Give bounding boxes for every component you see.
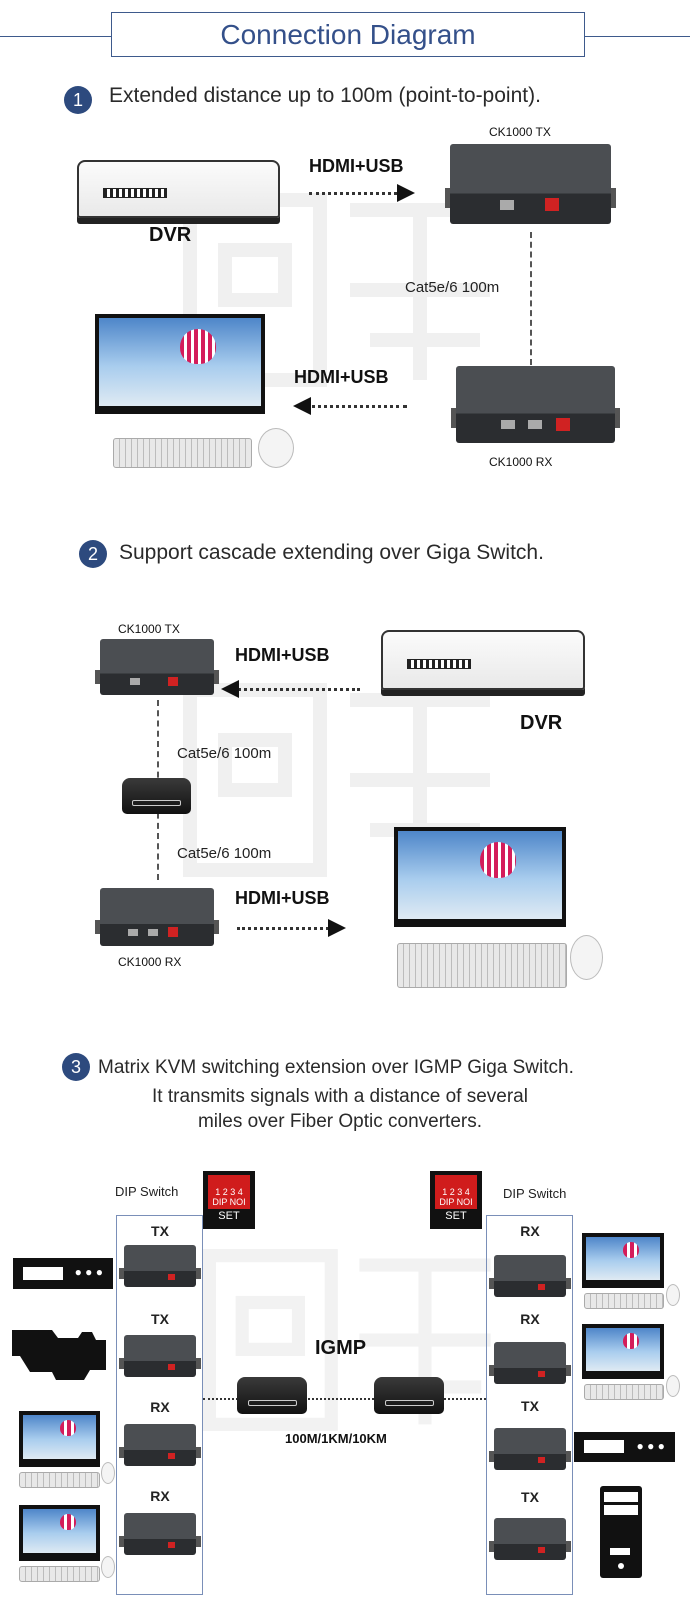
dip-numbers: 1 2 3 4 [442,1187,470,1197]
page-title: Connection Diagram [111,12,585,57]
monitor [19,1411,100,1467]
arrow-right [237,919,346,937]
link-label: HDMI+USB [235,645,330,665]
mouse [570,935,603,980]
keyboard [19,1472,100,1488]
extender-unit [119,1424,201,1466]
extender-unit [489,1518,571,1560]
dip-set-label: SET [445,1210,467,1222]
monitor [394,827,566,927]
step-badge-2: 2 [79,540,107,568]
unit-label: TX [521,1398,539,1414]
video-camera-icon [12,1330,106,1380]
rx-label: CK1000 RX [118,955,182,969]
extender-unit [119,1245,201,1287]
extender-unit [489,1255,571,1297]
dip-switch-label: DIP Switch [115,1184,179,1199]
tx-label: CK1000 TX [489,125,551,139]
dip-text: DIP NOI [439,1197,473,1207]
link-label: HDMI+USB [294,367,389,387]
title-rule-right [585,36,690,37]
mouse [666,1284,680,1306]
unit-label: RX [150,1399,170,1415]
step-3-line-3: miles over Fiber Optic converters. [197,1111,483,1132]
arrow-left [293,397,407,415]
dvr-label: DVR [520,712,563,734]
cable-label: Cat5e/6 100m [405,279,500,296]
right-unit-column [486,1215,573,1595]
extender-unit [119,1513,201,1555]
cable-label: Cat5e/6 100m [177,745,272,762]
cable-label: Cat5e/6 100m [177,845,272,862]
link-label: HDMI+USB [309,156,404,176]
giga-switch [237,1377,307,1414]
arrow-left [221,680,360,698]
unit-label: TX [521,1489,539,1505]
mouse [258,428,294,468]
extender-unit [489,1342,571,1384]
dip-numbers: 1 2 3 4 [215,1187,243,1197]
mouse [101,1462,115,1484]
desktop-pc-icon [600,1486,642,1578]
dip-set-label: SET [218,1210,240,1222]
dvr-source-icon [13,1258,113,1289]
keyboard [584,1293,664,1309]
step-2-heading: Support cascade extending over Giga Swit… [119,541,544,564]
extender-unit [489,1428,571,1470]
unit-label: TX [151,1311,169,1327]
unit-label: TX [151,1223,169,1239]
tx-label: CK1000 TX [118,622,180,636]
unit-label: RX [150,1488,170,1504]
dip-switch-label: DIP Switch [503,1186,567,1201]
keyboard [113,438,252,468]
ck1000-tx-device [445,144,616,224]
monitor [582,1324,664,1379]
giga-switch [122,778,191,814]
keyboard [19,1566,100,1582]
ck1000-rx-device [95,888,219,946]
giga-switch [374,1377,444,1414]
ck1000-tx-device [95,639,219,695]
unit-label: RX [520,1223,540,1239]
extender-unit [119,1335,201,1377]
step-1-heading: Extended distance up to 100m (point-to-p… [109,84,541,107]
ck1000-rx-device [451,366,620,443]
dvr-device [381,630,585,690]
keyboard [584,1384,664,1400]
dvr-device [77,160,280,218]
keyboard [397,943,567,988]
network-link [203,1398,486,1400]
monitor [582,1233,664,1288]
monitor [95,314,265,414]
igmp-label: IGMP [315,1337,367,1359]
left-unit-column [116,1215,203,1595]
step-badge-1: 1 [64,86,92,114]
rx-label: CK1000 RX [489,455,553,469]
unit-label: RX [520,1311,540,1327]
step-badge-3: 3 [62,1053,90,1081]
distance-label: 100M/1KM/10KM [285,1431,387,1446]
cable-line [530,232,532,365]
arrow-right [309,184,415,202]
mouse [666,1375,680,1397]
dvr-source-icon [574,1432,675,1462]
link-label: HDMI+USB [235,888,330,908]
dip-text: DIP NOI [212,1197,246,1207]
mouse [101,1556,115,1578]
step-3-line-2: It transmits signals with a distance of … [152,1086,528,1107]
monitor [19,1505,100,1561]
step-3-heading: Matrix KVM switching extension over IGMP… [98,1057,574,1078]
title-rule-left [0,36,111,37]
dvr-label: DVR [149,224,192,246]
